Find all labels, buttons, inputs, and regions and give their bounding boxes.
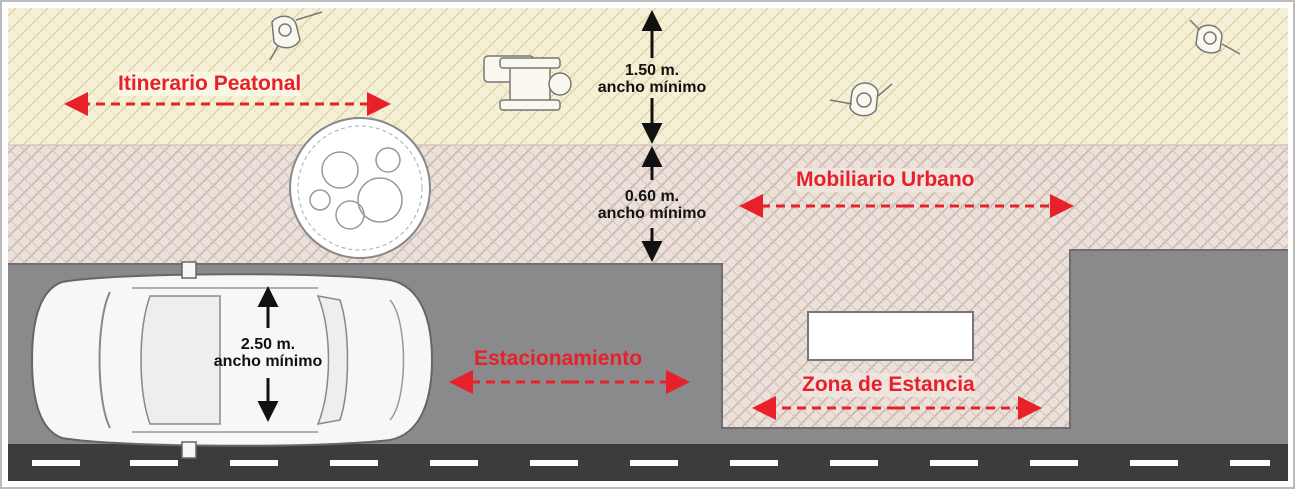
label-itinerario-peatonal: Itinerario Peatonal bbox=[118, 72, 302, 96]
dimension-value: 0.60 m. bbox=[624, 188, 680, 205]
dimension-note: ancho mínimo bbox=[213, 353, 323, 370]
wheelchair-user-figure bbox=[483, 55, 572, 111]
bench bbox=[807, 311, 974, 361]
dimension-value: 1.50 m. bbox=[624, 62, 680, 79]
lane-markings bbox=[32, 460, 1270, 466]
label-estacionamiento: Estacionamiento bbox=[474, 347, 643, 371]
dimension-value: 2.50 m. bbox=[240, 336, 296, 353]
dimension-note: ancho mínimo bbox=[597, 79, 707, 96]
dimension-note: ancho mínimo bbox=[597, 205, 707, 222]
dimension-text-mobiliario: 0.60 m. ancho mínimo bbox=[590, 188, 714, 222]
parked-car bbox=[30, 261, 434, 459]
dimension-text-peatonal: 1.50 m. ancho mínimo bbox=[592, 62, 712, 96]
label-mobiliario-urbano: Mobiliario Urbano bbox=[796, 168, 975, 192]
label-zona-estancia: Zona de Estancia bbox=[802, 373, 975, 397]
pedestrian-figure bbox=[269, 11, 323, 61]
dimension-text-estacionamiento: 2.50 m. ancho mínimo bbox=[206, 336, 330, 370]
tree-canopy bbox=[289, 117, 431, 259]
pedestrian-figure bbox=[1189, 19, 1241, 55]
pedestrian-figure bbox=[829, 82, 893, 117]
